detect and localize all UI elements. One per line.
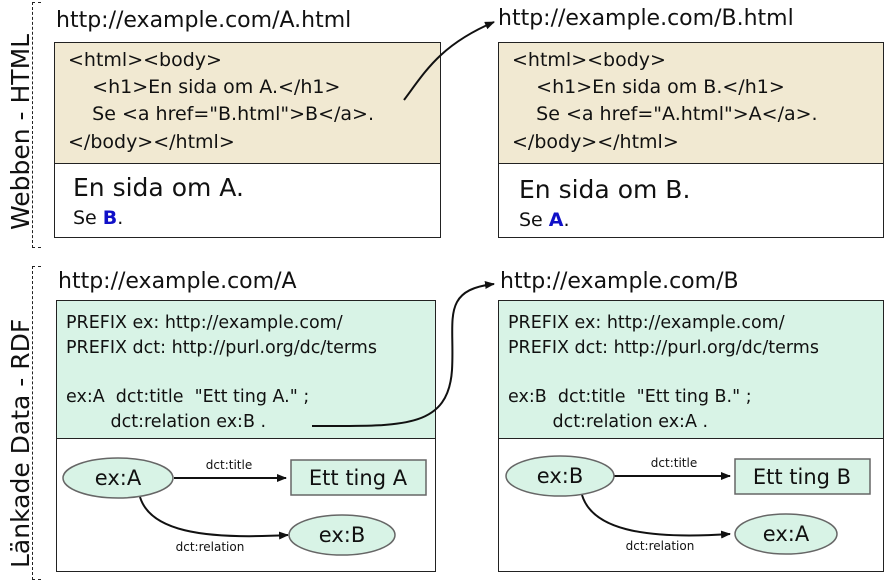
resource-b-code-line: dct:relation ex:A . — [508, 412, 709, 432]
page-a-link-to-b[interactable]: B — [102, 207, 118, 229]
page-b-rendered-prefix: Se — [519, 209, 549, 231]
page-a-rendered-heading: En sida om A. — [73, 173, 244, 202]
page-b-code-line: <h1>En sida om B.</h1> — [512, 76, 785, 98]
resource-a-code-line: ex:A dct:title "Ett ting A." ; — [66, 387, 310, 407]
resource-a-code-line: PREFIX dct: http://purl.org/dc/terms — [66, 338, 377, 358]
page-a-code-line: Se <a href="B.html">B</a>. — [68, 103, 374, 125]
page-b-rendered-suffix: . — [563, 209, 570, 231]
resource-b-code-line: PREFIX dct: http://purl.org/dc/terms — [508, 338, 819, 358]
resource-a-panel: PREFIX ex: http://example.com/ PREFIX dc… — [56, 300, 436, 572]
page-b-panel: <html><body> <h1>En sida om B.</h1> Se <… — [498, 42, 884, 238]
page-b-rendered-text: Se A. — [519, 209, 570, 231]
resource-b-code-line: PREFIX ex: http://example.com/ — [508, 313, 785, 333]
data-section-label: Länkade Data - RDF — [6, 318, 35, 568]
page-a-panel: <html><body> <h1>En sida om A.</h1> Se <… — [54, 42, 441, 238]
page-b-rendered-heading: En sida om B. — [519, 175, 691, 204]
page-a-rendered-prefix: Se — [73, 207, 103, 229]
page-a-code-line: <html><body> — [68, 49, 222, 71]
page-b-link-to-a[interactable]: A — [548, 209, 564, 231]
page-a-code-line: <h1>En sida om A.</h1> — [68, 76, 341, 98]
resource-a-code-line: dct:relation ex:B . — [66, 412, 267, 432]
resource-b-url: http://example.com/B — [500, 269, 739, 294]
web-section-label: Webben - HTML — [6, 33, 35, 230]
page-b-code-line: <html><body> — [512, 49, 666, 71]
page-b-code-line: Se <a href="A.html">A</a>. — [512, 103, 818, 125]
page-a-rendered-text: Se B. — [73, 207, 123, 229]
page-b-html-source: <html><body> <h1>En sida om B.</h1> Se <… — [499, 43, 883, 164]
page-b-url: http://example.com/B.html — [498, 6, 794, 31]
resource-b-code-line: ex:B dct:title "Ett ting B." ; — [508, 387, 752, 407]
page-a-rendered-suffix: . — [117, 207, 124, 229]
data-section-bracket — [32, 266, 41, 580]
resource-a-code-line: PREFIX ex: http://example.com/ — [66, 313, 343, 333]
page-a-html-source: <html><body> <h1>En sida om A.</h1> Se <… — [55, 43, 440, 164]
page-b-code-line: </body></html> — [512, 131, 679, 153]
resource-a-rdf-source: PREFIX ex: http://example.com/ PREFIX dc… — [57, 301, 435, 439]
web-section-bracket — [32, 2, 41, 248]
page-a-code-line: </body></html> — [68, 131, 235, 153]
resource-b-rdf-source: PREFIX ex: http://example.com/ PREFIX dc… — [499, 301, 883, 439]
resource-b-panel: PREFIX ex: http://example.com/ PREFIX dc… — [498, 300, 884, 572]
page-a-url: http://example.com/A.html — [56, 8, 352, 33]
resource-a-url: http://example.com/A — [58, 269, 297, 294]
